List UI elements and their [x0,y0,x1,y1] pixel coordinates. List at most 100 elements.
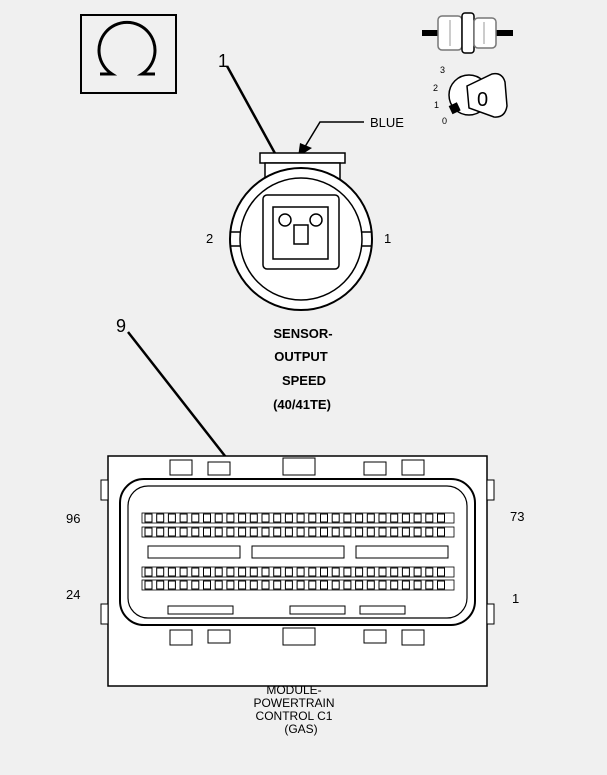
pin-cavity [378,513,387,523]
pin-cavity [226,513,235,523]
pin-cavity [355,567,364,577]
pin-cavity [167,527,176,537]
pin-cavity [296,567,305,577]
pin-cavity [425,567,434,577]
pcm-connector-face [100,455,495,687]
pin-cavity [308,513,317,523]
pin-cavity [355,580,364,590]
pin-cavity [203,527,211,537]
pin-cavity [191,513,200,523]
sensor-pin-right-label: 1 [384,231,391,246]
pin-cavity [284,513,293,523]
key-switch-icon: 3 2 1 0 0 [433,65,508,126]
svg-text:MODULE-: MODULE- [266,683,321,697]
svg-text:SPEED: SPEED [282,373,326,388]
pin-cavity [401,567,410,577]
pin-cavity [203,580,211,590]
pin-cavity [366,567,375,577]
pin-cavity [413,580,422,590]
key-position-0: 0 [442,116,447,126]
pin-cavity [355,527,364,537]
pin-cavity [261,580,270,590]
sensor-pin-2 [278,213,292,227]
pin-cavity [273,567,282,577]
pin-cavity [273,513,282,523]
key-position-1: 1 [434,100,439,110]
svg-text:CONTROL C1: CONTROL C1 [256,709,333,723]
svg-text:(40/41TE): (40/41TE) [273,397,331,412]
pin-cavity [425,513,434,523]
pin-cavity [296,513,305,523]
pin-cavity [320,580,328,590]
pin-cavity [144,527,153,537]
pin-cavity [144,580,153,590]
key-label: 0 [477,89,488,111]
pin-cavity [226,567,235,577]
pin-cavity [437,580,445,590]
pin-cavity [331,527,340,537]
pin-cavity [238,527,247,537]
pin-cavity [437,513,445,523]
pcm-title: MODULE- POWERTRAIN CONTROL C1 (GAS) [253,683,334,736]
pin-cavity [156,513,165,523]
pcm-pin-grid [141,512,455,591]
pin-cavity [366,527,375,537]
pin-cavity [156,567,165,577]
pin-cavity [144,567,153,577]
pin-cavity [167,513,176,523]
pin-cavity [308,527,317,537]
pin-cavity [214,513,223,523]
pin-cavity [366,580,375,590]
pin-cavity [261,513,270,523]
callout-1: 1 [218,51,228,71]
pin-cavity [320,527,328,537]
svg-text:OUTPUT: OUTPUT [274,349,328,364]
key-position-3: 3 [440,65,445,75]
pin-cavity [156,580,165,590]
connector-side-icon [422,12,513,54]
pin-cavity [401,580,410,590]
pin-cavity [214,580,223,590]
pin-cavity [425,527,434,537]
wire-color-label: BLUE [370,115,404,130]
pin-cavity [238,580,247,590]
pin-cavity [331,580,340,590]
pin-cavity [413,527,422,537]
pin-cavity [249,527,258,537]
pin-cavity [378,580,387,590]
pin-cavity [425,580,434,590]
svg-text:(GAS): (GAS) [284,722,317,736]
pin-cavity [390,567,399,577]
pin-cavity [284,527,293,537]
pin-cavity [214,567,223,577]
svg-text:SENSOR-: SENSOR- [273,326,332,341]
pin-cavity [191,567,200,577]
pin-cavity [355,513,364,523]
pin-cavity [203,567,211,577]
pin-cavity [179,527,188,537]
pin-cavity [191,527,200,537]
pin-cavity [390,580,399,590]
key-position-2: 2 [433,83,438,93]
pin-cavity [390,513,399,523]
pin-cavity [296,527,305,537]
pin-cavity [401,513,410,523]
pin-cavity [249,580,258,590]
pin-cavity [343,580,352,590]
pin-cavity [144,513,153,523]
pin-cavity [437,567,445,577]
pin-cavity [261,527,270,537]
pin-cavity [179,580,188,590]
pin-cavity [413,567,422,577]
pin-cavity [156,527,165,537]
pin-cavity [226,580,235,590]
pin-cavity [366,513,375,523]
sensor-title: SENSOR- OUTPUT SPEED (40/41TE) [273,326,333,412]
pin-cavity [273,527,282,537]
pin-cavity [331,567,340,577]
pin-cavity [437,527,445,537]
pin-cavity [296,580,305,590]
pin-cavity [203,513,211,523]
pcm-pin-1-label: 1 [512,591,519,606]
